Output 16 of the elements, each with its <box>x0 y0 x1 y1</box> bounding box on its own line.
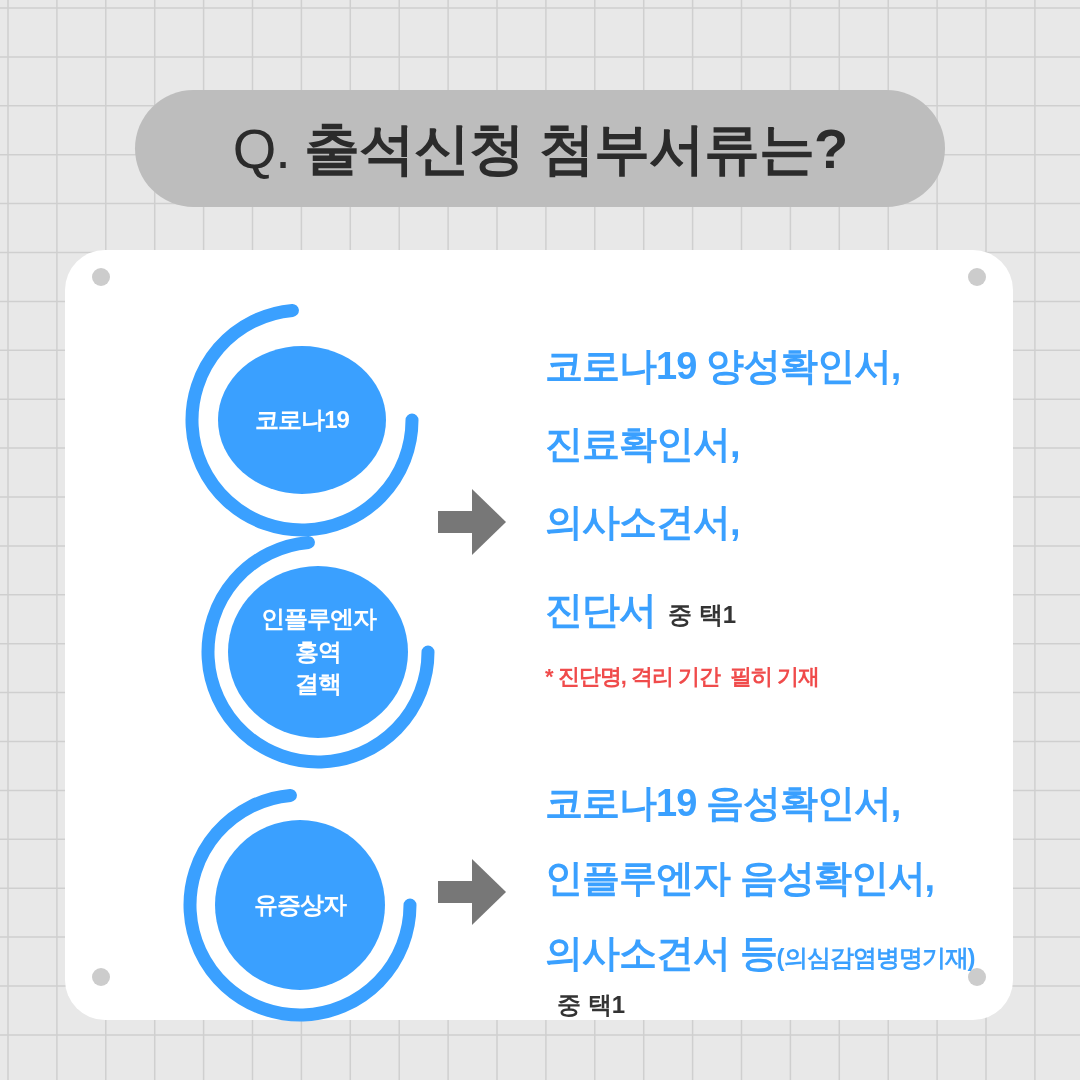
choose-one-text: 중 택1 <box>668 600 736 630</box>
arrow <box>438 859 506 925</box>
category-label: 유증상자 <box>254 889 346 920</box>
document-item: 진단서 <box>545 588 656 633</box>
document-item: 코로나19 양성확인서, <box>545 344 901 389</box>
document-note: (의심감염병명기재) <box>776 944 975 971</box>
document-item: 진료확인서, <box>545 422 740 467</box>
category-label: 인플루엔자 홍역 결핵 <box>259 604 377 700</box>
note-text: * 진단명, 격리 기간 필히 기재 <box>545 663 821 691</box>
document-item: 코로나19 음성확인서, <box>545 781 901 826</box>
document-item: 인플루엔자 음성확인서, <box>545 856 935 901</box>
document-item: 의사소견서 등 <box>545 931 777 976</box>
category-label: 코로나19 <box>255 404 349 435</box>
choose-one-text: 중 택1 <box>557 990 625 1020</box>
title-banner: Q. 출석신청 첨부서류는? <box>135 90 945 207</box>
document-item: 의사소견서, <box>545 500 740 545</box>
